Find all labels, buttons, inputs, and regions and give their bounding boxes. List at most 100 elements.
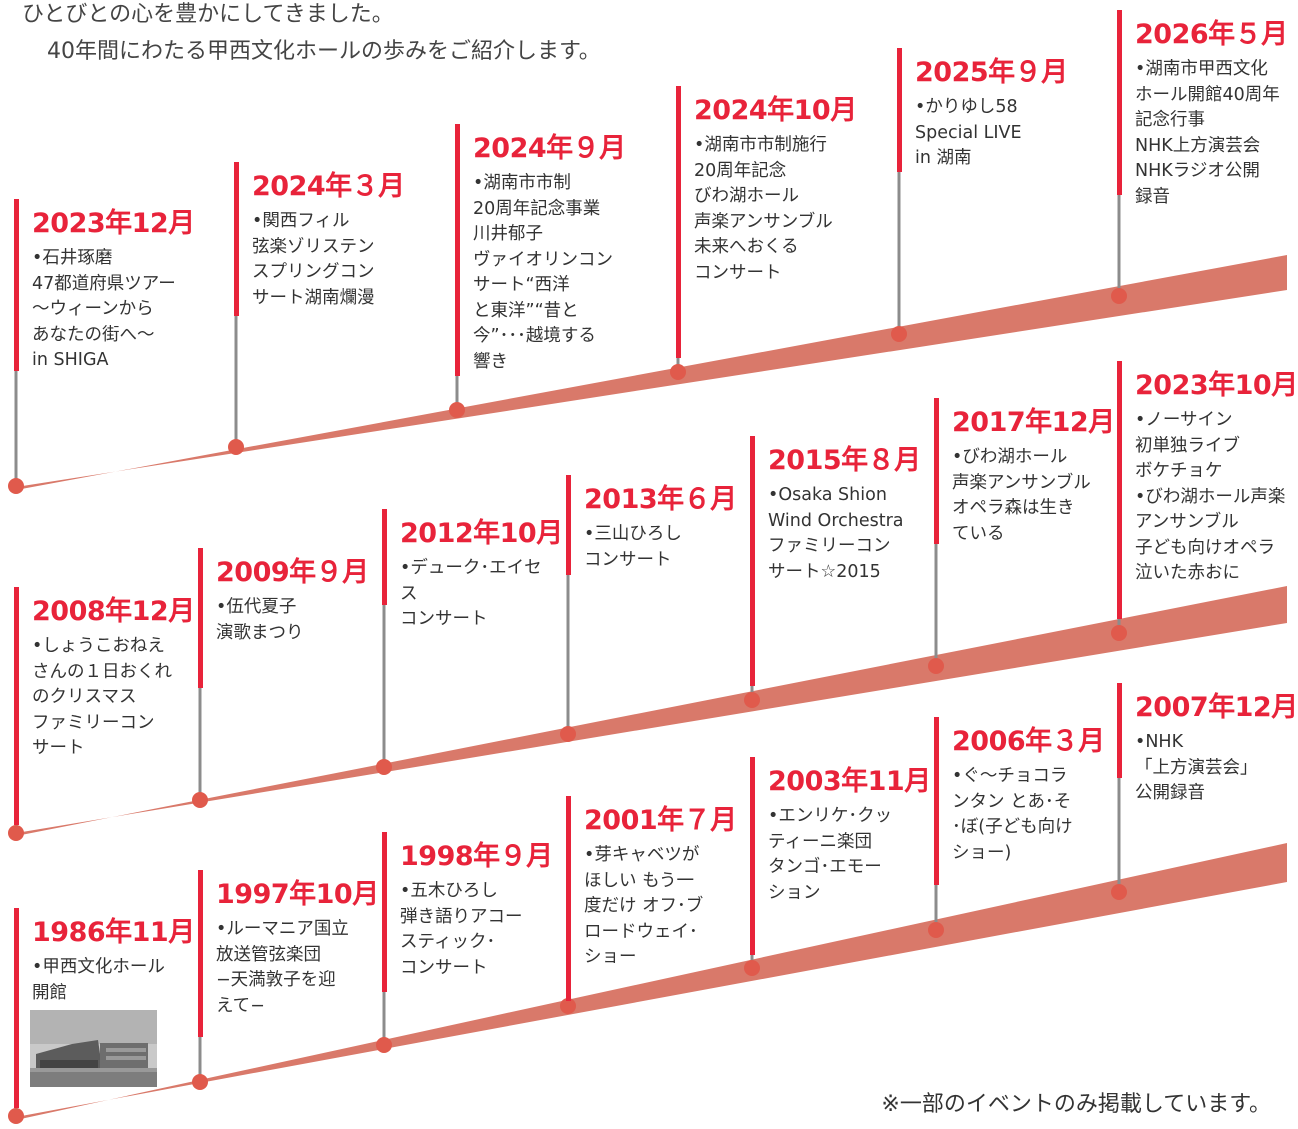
event-description: •伍代夏子 演歌まつり [216,597,304,643]
timeline-dot [8,825,24,841]
timeline-dot [744,960,760,976]
timeline-event: 2025年９月 •かりゆし58 Special LIVE in 湖南 [897,48,1069,172]
event-date: 2008年12月 [32,596,195,627]
event-date: 2017年12月 [952,407,1115,438]
timeline-dot [1111,288,1127,304]
timeline-dot [744,692,760,708]
event-description: •かりゆし58 Special LIVE in 湖南 [915,97,1022,168]
event-date: 2007年12月 [1135,692,1298,723]
event-date: 2024年９月 [473,133,626,164]
event-accent-bar [1117,10,1122,195]
timeline-dot [449,402,465,418]
timeline-dot [670,364,686,380]
event-description: •甲西文化ホール 開館 [32,957,165,1003]
event-accent-bar [934,717,939,885]
footnote: ※一部のイベントのみ掲載しています。 [881,1092,1271,1117]
event-description: •関西フィル 弦楽ゾリステン スプリングコン サート湖南爛漫 [252,211,375,308]
intro-line-2: 40年間にわたる甲西文化ホールの歩みをご紹介します。 [47,39,601,64]
event-description: •NHK 「上方演芸会」 公開録音 [1135,732,1258,803]
timeline-dot [928,658,944,674]
event-date: 2025年９月 [915,57,1068,88]
timeline-event: 2008年12月•しょうこおねえ さんの１日おくれ のクリスマス ファミリーコン… [14,587,195,825]
event-accent-bar [14,587,19,825]
timeline-dot [1111,884,1127,900]
timeline-event: 2007年12月 •NHK 「上方演芸会」 公開録音 [1117,683,1298,803]
event-accent-bar [234,162,239,316]
event-date: 2013年６月 [584,484,737,515]
event-date: 2003年11月 [768,766,931,797]
event-description: •湖南市甲西文化 ホール開館40周年 記念行事 NHK上方演芸会 NHKラジオ公… [1135,59,1280,207]
timeline-dot [891,326,907,342]
timeline-event: 1997年10月 •ルーマニア国立 放送管弦楽団 −天満敦子を迎 えて− [198,870,379,1037]
event-accent-bar [455,124,460,376]
event-accent-bar [198,870,203,1037]
timeline-event: 2026年５月 •湖南市甲西文化 ホール開館40周年 記念行事 NHK上方演芸会 … [1117,10,1289,207]
event-date: 2006年３月 [952,726,1105,757]
event-accent-bar [198,548,203,688]
event-description: •ノーサイン 初単独ライブ ボケチョケ •びわ湖ホール声楽 アンサンブル 子ども… [1135,410,1286,583]
event-description: •びわ湖ホール 声楽アンサンブル オペラ森は生き ている [952,447,1091,544]
timeline-dot [376,759,392,775]
event-description: •芽キャベツが ほしい もう一 度だけ オフ･ブ ロードウェイ･ ショー [584,845,704,967]
timeline-band [16,586,1287,836]
timeline-event: 2003年11月 •エンリケ･クッ ティーニ楽団 タンゴ･エモー ション [750,757,931,955]
timeline-dot [192,1074,208,1090]
event-date: 2024年10月 [694,95,857,126]
timeline-event: 2024年９月 •湖南市市制 20周年記念事業 川井郁子 ヴァイオリンコン サート… [455,124,627,376]
timeline-event: 2017年12月 •びわ湖ホール 声楽アンサンブル オペラ森は生き ている [934,398,1115,544]
event-date: 2009年９月 [216,557,369,588]
timeline-event: 2023年10月 •ノーサイン 初単独ライブ ボケチョケ •びわ湖ホール声楽 アン… [1117,361,1298,619]
timeline-event: 2012年10月 •デューク･エイセス コンサート [382,509,563,629]
event-description: •石井琢磨 47都道府県ツアー 〜ウィーンから あなたの街へ〜 in SHIGA [32,248,176,370]
event-date: 2026年５月 [1135,19,1288,50]
event-accent-bar [750,757,755,955]
timeline-dot [376,1037,392,1053]
event-date: 1997年10月 [216,879,379,910]
timeline-dot [928,922,944,938]
timeline-band [16,843,1287,1120]
event-accent-bar [566,796,571,1001]
timeline-event: 1998年９月 •五木ひろし 弾き語りアコー スティック･ コンサート [382,832,554,992]
timeline-event: 1986年11月 •甲西文化ホール 開館 [14,908,195,1108]
event-date: 1998年９月 [400,841,553,872]
event-accent-bar [897,48,902,172]
event-date: 2023年12月 [32,208,195,239]
timeline-event: 2009年９月 •伍代夏子 演歌まつり [198,548,370,688]
event-description: •Osaka Shion Wind Orchestra ファミリーコン サート☆… [768,485,904,582]
event-description: •湖南市市制施行 20周年記念 びわ湖ホール 声楽アンサンブル 未来へおくる コ… [694,135,833,283]
event-date: 2024年３月 [252,171,405,202]
timeline-dot [228,439,244,455]
event-date: 2012年10月 [400,518,563,549]
timeline-event: 2023年12月 •石井琢磨 47都道府県ツアー 〜ウィーンから あなたの街へ〜 … [14,199,195,371]
event-date: 2023年10月 [1135,370,1298,401]
timeline-event: 2001年７月 •芽キャベツが ほしい もう一 度だけ オフ･ブ ロードウェイ･ … [566,796,738,1001]
event-date: 2015年８月 [768,445,921,476]
event-accent-bar [14,199,19,371]
timeline-event: 2024年10月 •湖南市市制施行 20周年記念 びわ湖ホール 声楽アンサンブル … [676,86,857,358]
event-description: •三山ひろし コンサート [584,524,682,570]
timeline-band [16,255,1287,490]
hall-photo [30,1010,157,1087]
event-date: 1986年11月 [32,917,195,948]
event-description: •湖南市市制 20周年記念事業 川井郁子 ヴァイオリンコン サート“西洋 と東洋… [473,173,613,372]
event-description: •ぐ〜チョコラ ンタン とあ･そ ･ぼ(子ども向け ショー) [952,766,1073,863]
event-accent-bar [1117,361,1122,619]
event-accent-bar [1117,683,1122,778]
event-accent-bar [382,832,387,992]
event-description: •デューク･エイセス コンサート [400,558,542,629]
event-description: •五木ひろし 弾き語りアコー スティック･ コンサート [400,881,523,978]
event-accent-bar [382,509,387,605]
event-description: •ルーマニア国立 放送管弦楽団 −天満敦子を迎 えて− [216,919,349,1016]
timeline-event: 2024年３月 •関西フィル 弦楽ゾリステン スプリングコン サート湖南爛漫 [234,162,406,316]
timeline-dot [560,726,576,742]
timeline-dot [8,1108,24,1124]
event-accent-bar [676,86,681,358]
timeline-dot [192,792,208,808]
event-date: 2001年７月 [584,805,737,836]
timeline-event: 2015年８月 •Osaka Shion Wind Orchestra ファミリー… [750,436,922,686]
event-description: •エンリケ･クッ ティーニ楽団 タンゴ･エモー ション [768,806,893,903]
timeline-event: 2013年６月 •三山ひろし コンサート [566,475,738,575]
timeline-dot [8,478,24,494]
event-accent-bar [566,475,571,575]
